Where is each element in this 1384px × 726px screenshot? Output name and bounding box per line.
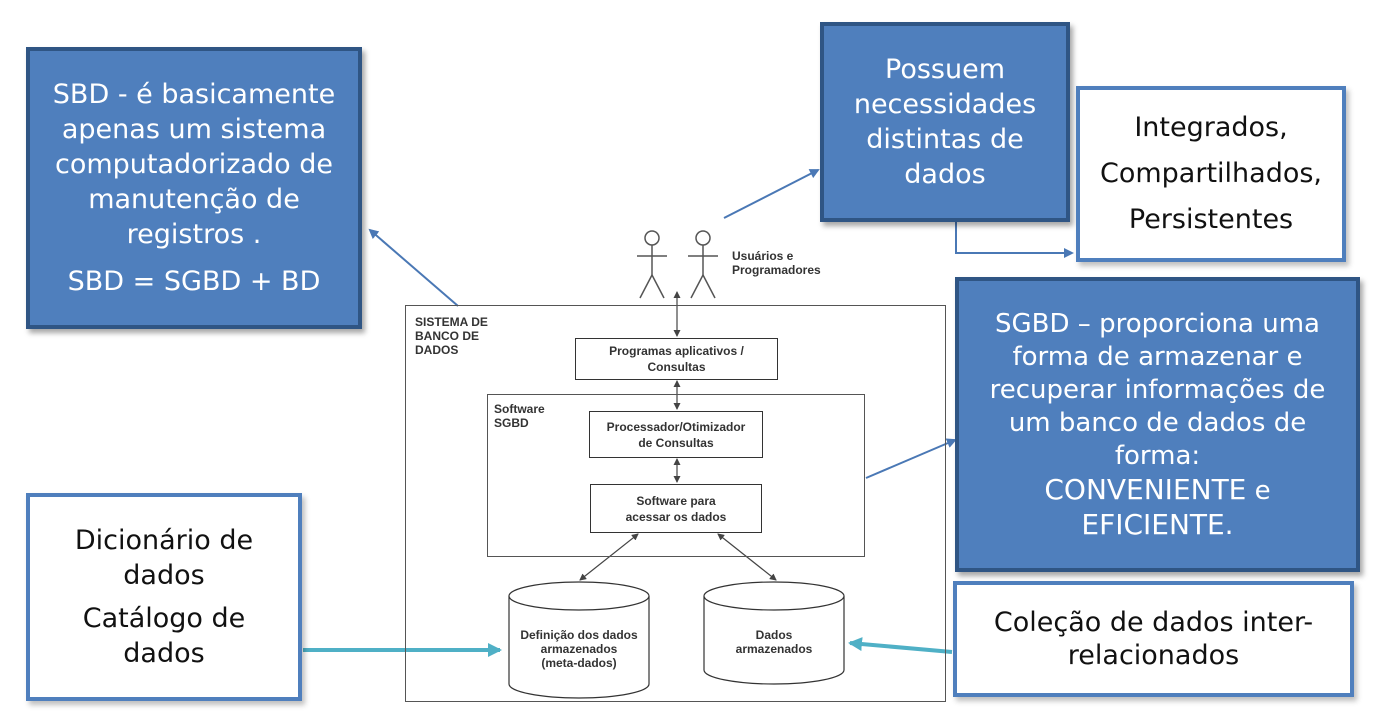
sbd-definition-box: SBD - é basicamente apenas um sistema co… [26,47,362,329]
application-programs-box: Programas aplicativos / Consultas [575,338,778,380]
database-system-frame [405,305,946,702]
software-sgbd-frame [487,394,865,557]
stored-data-cylinder-icon [703,581,845,685]
database-system-label: SISTEMA DE BANCO DE DADOS [415,315,488,357]
data-collection-box: Coleção de dados inter- relacionados [953,581,1354,697]
efficient-keyword: EFICIENTE. [1081,508,1234,541]
arrow-access-metadata [579,533,639,581]
arrow-to-sbd-box [368,228,459,307]
data-dictionary-box: Dicionário de dados Catálogo de dados [26,493,302,701]
integrated-properties-box: Integrados, Compartilhados, Persistentes [1076,86,1346,262]
convenient-keyword: CONVENIENTE [1044,473,1247,506]
arrow-access-stored [717,533,777,581]
distinct-needs-box: Possuem necessidades distintas de dados [820,22,1070,222]
sgbd-definition-box: SGBD – proporciona uma forma de armazena… [955,277,1360,572]
data-access-software-box: Software para acessar os dados [590,484,762,533]
query-processor-box: Processador/Otimizador de Consultas [589,411,763,458]
metadata-cylinder-label: Definição dos dados armazenados (meta-da… [520,628,638,670]
arrow-to-integrados-box [955,222,1074,258]
arrow-to-necessidades-box [723,169,820,219]
software-sgbd-label: Software SGBD [494,402,545,430]
programmer-figure-icon [688,230,718,299]
arrow-to-sgbd-box [865,438,957,479]
user-figure-icon [637,230,667,299]
arrow-colecao-to-stored-data [848,637,953,654]
users-programmers-label: Usuários e Programadores [732,249,821,277]
sbd-formula: SBD = SGBD + BD [67,266,321,297]
stored-data-cylinder-label: Dados armazenados [735,628,813,656]
metadata-cylinder-icon [508,581,650,699]
